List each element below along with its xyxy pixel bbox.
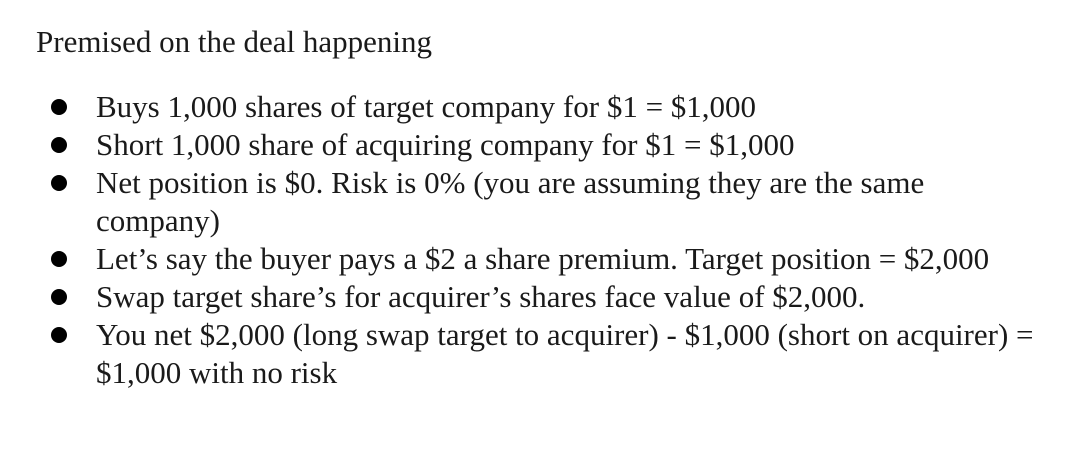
bullet-item: Net position is $0. Risk is 0% (you are … (0, 164, 1077, 240)
bullet-item: Short 1,000 share of acquiring company f… (0, 126, 1077, 164)
bullet-list: Buys 1,000 shares of target company for … (0, 88, 1077, 392)
bullet-text: Buys 1,000 shares of target company for … (96, 89, 757, 124)
bullet-item: Buys 1,000 shares of target company for … (0, 88, 1077, 126)
bullet-text: Net position is $0. Risk is 0% (you are … (96, 165, 925, 238)
bullet-dot-icon (51, 99, 67, 115)
section-heading: Premised on the deal happening (36, 24, 433, 59)
bullet-item: Swap target share’s for acquirer’s share… (0, 278, 1077, 316)
bullet-text: You net $2,000 (long swap target to acqu… (96, 317, 1034, 390)
bullet-text: Short 1,000 share of acquiring company f… (96, 127, 795, 162)
bullet-text: Let’s say the buyer pays a $2 a share pr… (96, 241, 990, 276)
bullet-dot-icon (51, 327, 67, 343)
bullet-item: Let’s say the buyer pays a $2 a share pr… (0, 240, 1077, 278)
bullet-dot-icon (51, 137, 67, 153)
bullet-dot-icon (51, 175, 67, 191)
bullet-dot-icon (51, 289, 67, 305)
bullet-item: You net $2,000 (long swap target to acqu… (0, 316, 1077, 392)
bullet-dot-icon (51, 251, 67, 267)
bullet-text: Swap target share’s for acquirer’s share… (96, 279, 866, 314)
